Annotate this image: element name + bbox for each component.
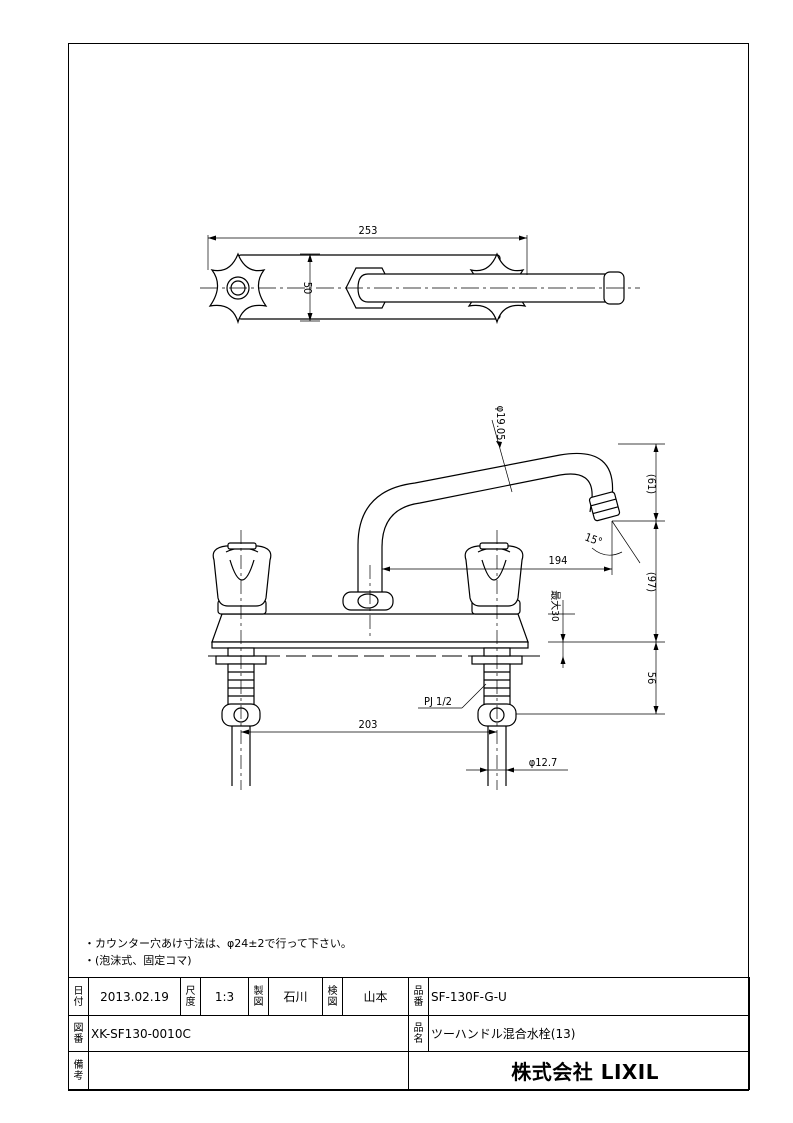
drawn-label: 製図: [248, 977, 269, 1016]
company-name: 株式会社 LIXIL: [408, 1051, 750, 1090]
left-handle-front: [212, 542, 272, 615]
note-line: ・(泡沫式、固定コマ): [84, 954, 192, 967]
front-dimensions: [241, 419, 665, 773]
dim-max-thickness: 最大30: [549, 590, 562, 622]
part-no-value: SF-130F-G-U: [428, 977, 750, 1016]
dim-thread: PJ 1/2: [424, 695, 452, 708]
top-view: [200, 235, 640, 325]
drawn-value: 石川: [268, 977, 323, 1016]
checked-label: 検図: [322, 977, 343, 1016]
checked-value: 山本: [342, 977, 409, 1016]
product-name-value: ツーハンドル混合水栓(13): [428, 1015, 750, 1052]
drawing-frame: [68, 43, 749, 1091]
right-handle-front: [464, 542, 524, 615]
product-name-label: 品名: [408, 1015, 429, 1052]
dim-handle-height: (97): [645, 572, 658, 592]
remarks-label: 備考: [68, 1051, 89, 1090]
front-view: [208, 452, 621, 790]
dim-253: 253: [359, 224, 378, 237]
dim-50: 50: [301, 282, 314, 295]
dim-shank-length: 56: [645, 672, 658, 685]
remarks-value: [88, 1051, 409, 1090]
dim-pipe-diameter: φ12.7: [529, 756, 558, 769]
dim-spout-angle: 15°: [583, 531, 604, 549]
dim-spout-reach: 194: [549, 554, 568, 567]
drawing-notes: ・カウンター穴あけ寸法は、φ24±2で行って下さい。 ・(泡沫式、固定コマ): [84, 935, 352, 969]
drawing-no-value: XK-SF130-0010C: [88, 1015, 409, 1052]
title-block: 日付 2013.02.19 尺度 1:3 製図 石川 検図 山本 品番 SF-1…: [68, 977, 750, 1090]
note-line: ・カウンター穴あけ寸法は、φ24±2で行って下さい。: [84, 937, 352, 950]
scale-value: 1:3: [200, 977, 249, 1016]
dim-spout-diameter: φ19.05: [494, 406, 507, 441]
scale-label: 尺度: [180, 977, 201, 1016]
part-no-label: 品番: [408, 977, 429, 1016]
drawing-no-label: 図番: [68, 1015, 89, 1052]
date-label: 日付: [68, 977, 89, 1016]
dim-spout-height: (61): [645, 474, 658, 494]
dim-centers: 203: [359, 718, 378, 731]
date-value: 2013.02.19: [88, 977, 181, 1016]
